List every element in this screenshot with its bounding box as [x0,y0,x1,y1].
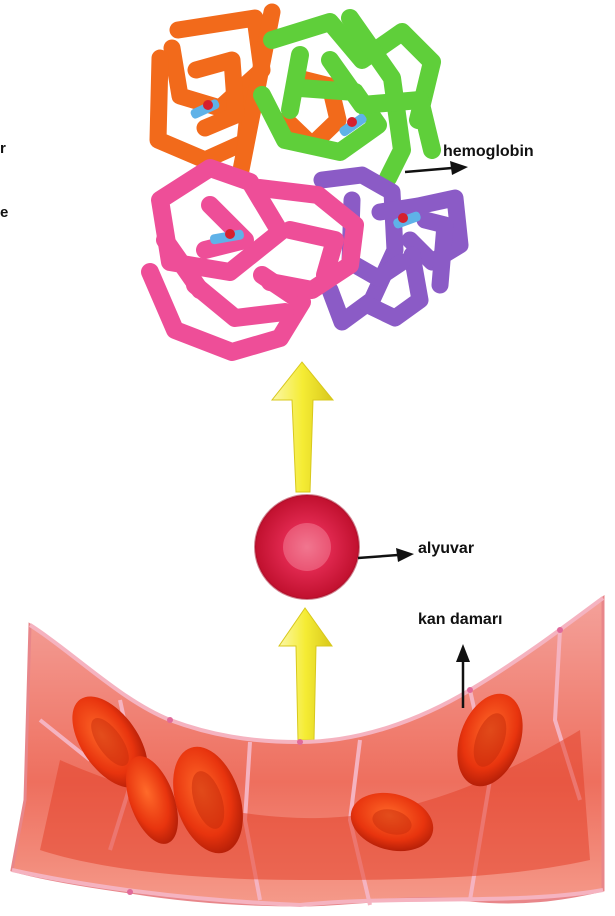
upper-yellow-arrow [272,362,333,492]
hemoglobin-pointer-arrow [405,161,468,175]
red-blood-cell-pointer-arrow [358,548,414,562]
red-blood-cell-label: alyuvar [418,540,474,558]
cropped-edge-text-1: r [0,140,6,157]
hemoglobin-label: hemoglobin [443,143,534,161]
pink-chain [150,168,355,352]
blood-vessel-label: kan damarı [418,611,502,629]
hemoglobin-molecule [150,12,460,352]
lower-yellow-arrow [279,608,332,740]
purple-chain [322,175,460,322]
green-chain [262,18,432,178]
cropped-edge-text-2: e [0,204,8,221]
red-blood-cell [255,495,359,599]
